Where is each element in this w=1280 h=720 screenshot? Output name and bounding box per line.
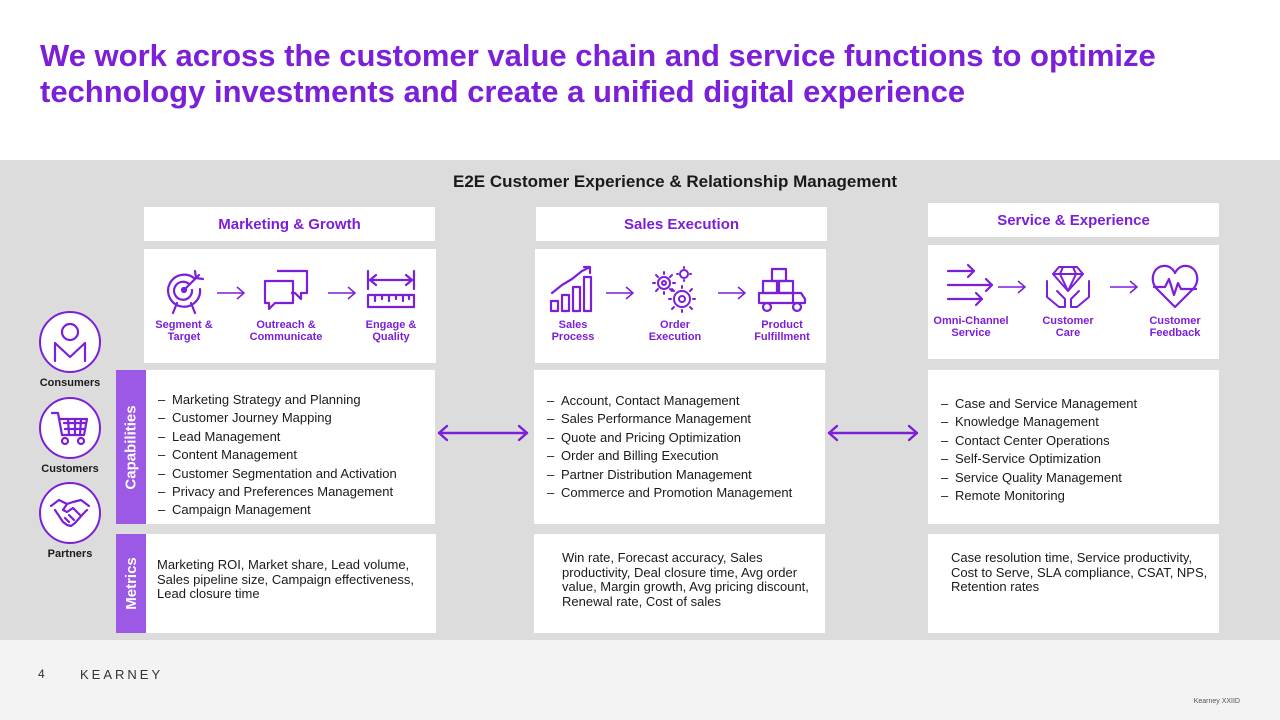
page-number: 4: [38, 667, 45, 681]
delivery-truck-icon: [757, 267, 807, 313]
metrics-text: Win rate, Forecast accuracy, Sales produ…: [562, 550, 809, 609]
brand-logo: KEARNEY: [80, 667, 164, 682]
flow-arrow-icon: [328, 286, 357, 300]
capabilities-box-service: Case and Service Management Knowledge Ma…: [928, 370, 1219, 524]
step-product-fulfillment: Product Fulfillment: [737, 265, 827, 343]
capabilities-box-sales: Account, Contact Management Sales Perfor…: [534, 370, 825, 524]
flow-arrow-icon: [1110, 280, 1139, 294]
document-code: Kearney XXIID: [1193, 698, 1240, 705]
process-box-marketing: Segment & Target Outreach & Communicate …: [144, 249, 436, 363]
persona-label: Customers: [41, 463, 99, 475]
flow-arrow-icon: [217, 286, 246, 300]
metrics-box-service: Case resolution time, Service productivi…: [928, 534, 1219, 633]
capability-item: Account, Contact Management: [547, 392, 825, 411]
target-icon: [167, 269, 205, 315]
chat-bubbles-icon: [263, 269, 309, 311]
shopping-cart-icon: [39, 397, 101, 459]
capabilities-list: Case and Service Management Knowledge Ma…: [941, 395, 1219, 506]
capability-item: Customer Segmentation and Activation: [158, 465, 435, 484]
capability-item: Remote Monitoring: [941, 487, 1219, 506]
metrics-row-label: Metrics: [116, 534, 146, 633]
process-box-sales: Sales Process Order Execution Product Fu…: [535, 249, 826, 363]
flow-arrow-icon: [998, 280, 1027, 294]
capability-item: Partner Distribution Management: [547, 466, 825, 485]
flow-arrow-icon: [606, 286, 635, 300]
capability-item: Knowledge Management: [941, 413, 1219, 432]
column-header-service: Service & Experience: [928, 203, 1219, 237]
process-box-service: Omni-Channel Service Customer Care Custo…: [928, 245, 1219, 359]
capabilities-list: Account, Contact Management Sales Perfor…: [547, 392, 825, 503]
capability-item: Commerce and Promotion Management: [547, 484, 825, 503]
step-customer-feedback: Customer Feedback: [1130, 261, 1220, 339]
step-outreach: Outreach & Communicate: [241, 265, 331, 343]
ruler-measure-icon: [366, 269, 416, 309]
capability-item: Order and Billing Execution: [547, 447, 825, 466]
capability-item: Service Quality Management: [941, 469, 1219, 488]
multi-arrow-icon: [946, 263, 994, 307]
capability-item: Privacy and Preferences Management: [158, 483, 435, 502]
metrics-box-sales: Win rate, Forecast accuracy, Sales produ…: [534, 534, 825, 633]
capability-item: Campaign Management: [158, 501, 435, 520]
capability-item: Self-Service Optimization: [941, 450, 1219, 469]
metrics-box-marketing: Marketing ROI, Market share, Lead volume…: [146, 534, 436, 633]
step-order-execution: Order Execution: [630, 265, 720, 343]
slide-title: We work across the customer value chain …: [40, 38, 1156, 109]
growth-bar-chart-icon: [549, 265, 593, 313]
capability-item: Content Management: [158, 446, 435, 465]
persona-label: Consumers: [39, 377, 101, 389]
capability-item: Sales Performance Management: [547, 410, 825, 429]
capability-item: Quote and Pricing Optimization: [547, 429, 825, 448]
flow-arrow-icon: [718, 286, 747, 300]
capabilities-box-marketing: Marketing Strategy and Planning Customer…: [146, 370, 435, 524]
bidirectional-arrow-icon: [827, 424, 919, 442]
capability-item: Contact Center Operations: [941, 432, 1219, 451]
consumer-person-icon: [39, 311, 101, 373]
persona-partners: Partners: [30, 482, 110, 560]
bidirectional-arrow-icon: [437, 424, 529, 442]
capability-item: Customer Journey Mapping: [158, 409, 435, 428]
persona-consumers: Consumers: [30, 311, 110, 389]
heartbeat-icon: [1151, 264, 1199, 309]
step-sales-process: Sales Process: [528, 265, 618, 343]
column-header-sales: Sales Execution: [536, 207, 827, 241]
capabilities-list: Marketing Strategy and Planning Customer…: [158, 391, 435, 520]
step-engage-quality: Engage & Quality: [346, 265, 436, 343]
step-customer-care: Customer Care: [1023, 261, 1113, 339]
band-title: E2E Customer Experience & Relationship M…: [452, 172, 897, 191]
persona-customers: Customers: [30, 397, 110, 475]
step-omni-channel: Omni-Channel Service: [926, 261, 1016, 339]
handshake-icon: [39, 482, 101, 544]
capability-item: Case and Service Management: [941, 395, 1219, 414]
capability-item: Lead Management: [158, 428, 435, 447]
footer-band: [0, 640, 1280, 720]
gears-icon: [652, 266, 696, 313]
column-header-marketing: Marketing & Growth: [144, 207, 435, 241]
metrics-text: Case resolution time, Service productivi…: [951, 550, 1208, 595]
step-segment-target: Segment & Target: [139, 265, 229, 343]
persona-label: Partners: [47, 548, 93, 560]
capability-item: Marketing Strategy and Planning: [158, 391, 435, 410]
metrics-text: Marketing ROI, Market share, Lead volume…: [157, 557, 415, 602]
capabilities-row-label: Capabilities: [116, 370, 146, 524]
diamond-hands-icon: [1046, 266, 1090, 308]
